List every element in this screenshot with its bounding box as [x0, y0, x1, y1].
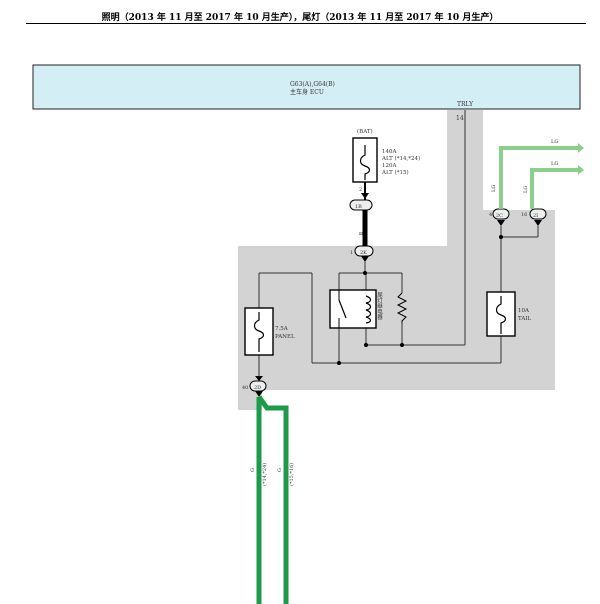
ecu-connector-label: G63(A),G64(B): [290, 81, 335, 88]
connector-2c-pin: 4: [489, 212, 492, 218]
bat-fusible-link: (BAT) 140A ALT (*14,*24) 120A ALT (*15) …: [352, 128, 420, 193]
bat-fuse-line1: 140A: [382, 149, 397, 155]
lg-wire-2i-label: LG: [523, 186, 529, 193]
page-title: 照明（2013 年 11 月至 2017 年 10 月生产），尾灯（2013 年…: [101, 13, 499, 23]
connector-2i-pin: 16: [521, 212, 527, 218]
connector-1b: [349, 199, 373, 211]
relay-label: 尾灯继电器: [376, 292, 383, 321]
connector-2d-pin: 40: [242, 385, 248, 391]
tail-fuse: 10A TAIL: [486, 291, 532, 337]
g-wire-left-label: G: [250, 468, 256, 472]
g-wire-left-note: (*14,*24): [261, 463, 268, 486]
wire-b-label: B: [357, 232, 363, 236]
connector-2i-label: 2I: [533, 213, 538, 219]
junction-block: [238, 110, 555, 410]
tail-relay: 尾灯继电器: [329, 289, 383, 329]
bat-fuse-line4: ALT (*15): [381, 169, 409, 176]
bat-fuse-line2: ALT (*14,*24): [381, 155, 420, 162]
g-wire-right-note: (*15,*16): [288, 463, 295, 486]
connector-2d: 2D 40: [242, 376, 267, 397]
ecu-name: 主车身 ECU: [290, 88, 324, 96]
ecu-pin-number: 14: [456, 115, 464, 122]
connector-1b-label: 1B: [355, 204, 362, 210]
right-connectors: 2C 4 2I 16: [489, 208, 547, 226]
title-rule: [26, 23, 586, 24]
resistor-symbol: [396, 292, 408, 323]
tail-fuse-name: TAIL: [518, 316, 532, 322]
internal-wiring: [258, 110, 539, 376]
panel-fuse-rating: 7.5A: [275, 326, 289, 332]
tail-fuse-rating: 10A: [518, 308, 530, 314]
connector-2d-label: 2D: [254, 385, 261, 391]
panel-fuse: 7.5A PANEL: [244, 307, 295, 356]
bat-fuse-line3: 120A: [382, 163, 397, 169]
junction-dots: [337, 235, 503, 365]
connector-2k-pin: 1: [350, 250, 353, 256]
ecu-pin-name: TRLY: [457, 101, 474, 108]
connector-2c-label: 2C: [496, 213, 503, 219]
lg-wire-top-label: LG: [551, 139, 558, 145]
g-wires: [256, 395, 289, 604]
panel-fuse-name: PANEL: [275, 334, 295, 340]
ecu-box: G63(A),G64(B) 主车身 ECU: [32, 64, 581, 110]
g-wire-right-label: G: [277, 468, 283, 472]
lg-wire-2c-label: LG: [491, 185, 497, 192]
connector-2i: [529, 208, 547, 220]
lg-wire-bottom-label: LG: [551, 161, 558, 167]
connector-2k-label: 2K: [360, 250, 367, 256]
lg-wires: [499, 146, 580, 209]
bat-label: (BAT): [357, 128, 373, 135]
bat-pin-below: 2: [359, 187, 362, 193]
